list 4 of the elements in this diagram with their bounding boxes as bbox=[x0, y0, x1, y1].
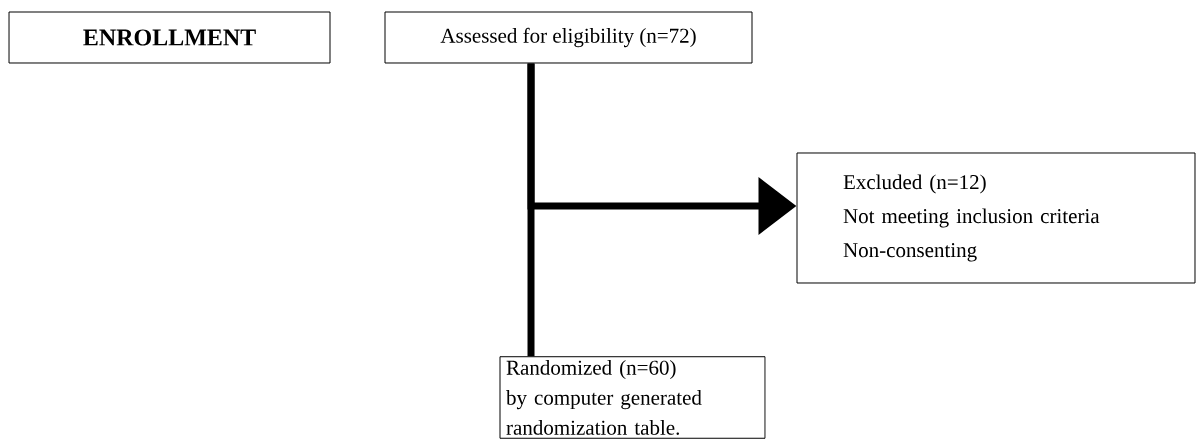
flow-box: Randomized (n=60) by computer generated randomization table. bbox=[499, 356, 766, 439]
flow-box: ENROLLMENT bbox=[8, 11, 331, 64]
flow-box: Excluded (n=12) Not meeting inclusion criteria Non-consenting bbox=[796, 152, 1196, 284]
flow-box: Assessed for eligibility (n=72) bbox=[384, 11, 753, 64]
